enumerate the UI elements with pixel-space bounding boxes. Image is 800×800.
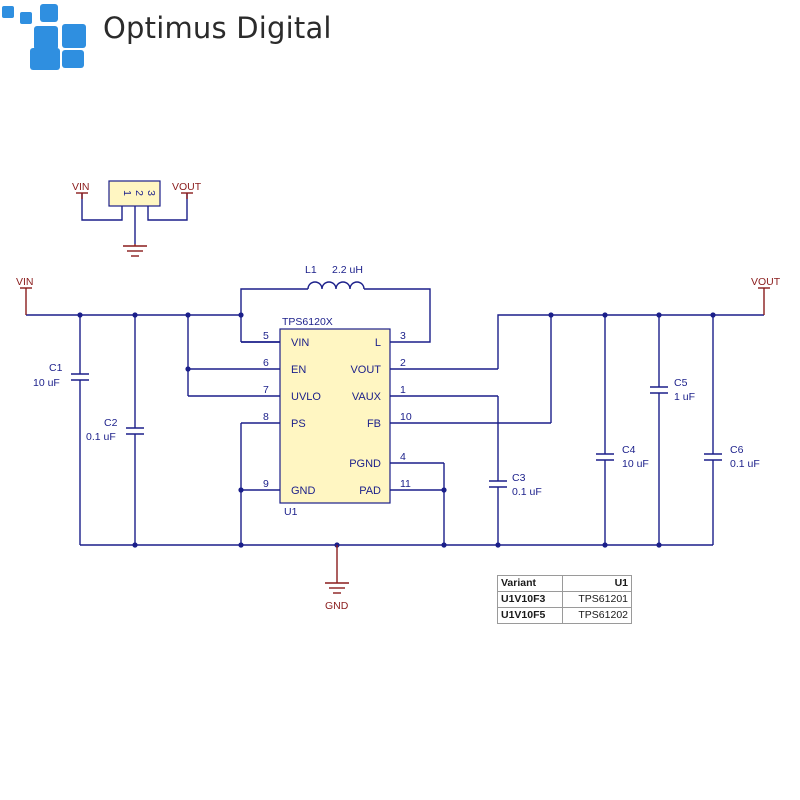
- table-row: U1V10F5 TPS61202: [497, 607, 632, 624]
- inductor-value: 2.2 uH: [332, 264, 363, 276]
- ic-pin-num-5: 5: [263, 330, 269, 342]
- capacitor-c6: C6 0.1 uF: [704, 315, 760, 545]
- ic-pin-pgnd: PGND: [349, 458, 381, 470]
- ic-pin-vin: VIN: [291, 337, 309, 349]
- u1-cell: TPS61201: [562, 591, 632, 608]
- connector-vout-label: VOUT: [172, 181, 202, 193]
- c6-ref: C6: [730, 444, 744, 456]
- ps-gnd-wires: [238, 423, 244, 545]
- variants-header-row: Variant U1: [497, 575, 632, 592]
- c4-value: 10 uF: [622, 458, 649, 470]
- ic-pin-pad: PAD: [359, 485, 381, 497]
- ic-pin-fb: FB: [367, 418, 381, 430]
- main-ground-symbol: GND: [325, 545, 349, 612]
- ic-pin-en: EN: [291, 364, 306, 376]
- connector-ground-symbol: [123, 244, 147, 257]
- ic-ref: U1: [284, 506, 298, 518]
- variants-table: Variant U1 U1V10F3 TPS61201 U1V10F5 TPS6…: [497, 575, 632, 624]
- ic-pin-gnd: GND: [291, 485, 316, 497]
- variant-cell: U1V10F3: [497, 591, 563, 608]
- vout-power-flag: VOUT: [751, 276, 781, 315]
- ground-rail: [80, 542, 713, 548]
- ic-pin-vout: VOUT: [350, 364, 381, 376]
- variant-cell: U1V10F5: [497, 607, 563, 624]
- optimus-digital-logo-icon: [2, 4, 86, 70]
- c2-ref: C2: [104, 417, 118, 429]
- ic-pin-num-1: 1: [400, 384, 406, 396]
- capacitor-c4: C4 10 uF: [596, 315, 649, 545]
- brand-logo: Optimus Digital: [0, 0, 332, 72]
- ic-pin-num-9: 9: [263, 478, 269, 490]
- capacitor-c3: C3 0.1 uF: [489, 472, 542, 545]
- ic-pin-num-10: 10: [400, 411, 412, 423]
- ic-pin-num-11: 11: [400, 478, 411, 490]
- ic-pin-num-8: 8: [263, 411, 269, 423]
- c1-ref: C1: [49, 362, 63, 374]
- ic-pin-vaux: VAUX: [352, 391, 382, 403]
- vin-label: VIN: [16, 276, 34, 288]
- ic-pin-ps: PS: [291, 418, 306, 430]
- brand-name: Optimus Digital: [103, 11, 332, 45]
- c1-value: 10 uF: [33, 377, 60, 389]
- ic-pin-num-2: 2: [400, 357, 406, 369]
- ic-pin-num-7: 7: [263, 384, 269, 396]
- capacitor-c2: C2 0.1 uF: [86, 315, 144, 545]
- connector-pin-3: 3: [145, 190, 157, 196]
- c6-value: 0.1 uF: [730, 458, 760, 470]
- ic-pin-l: L: [375, 337, 381, 349]
- connector-pin-1: 1: [121, 190, 133, 196]
- enable-uvlo-wires: [185, 315, 280, 397]
- c5-value: 1 uF: [674, 391, 695, 403]
- connector-pin-2: 2: [133, 190, 145, 196]
- u1-cell: TPS61202: [562, 607, 632, 624]
- inductor-l1: L1 2.2 uH: [305, 264, 431, 343]
- connector-vin-label: VIN: [72, 181, 90, 193]
- gnd-label: GND: [325, 600, 349, 612]
- c2-value: 0.1 uF: [86, 431, 116, 443]
- connector-header: 1 2 3: [81, 180, 188, 244]
- connector-vin-power-flag: VIN: [72, 181, 90, 199]
- vin-power-flag: VIN: [16, 276, 34, 315]
- vout-fb-wires: [497, 312, 764, 423]
- inductor-ref: L1: [305, 264, 317, 276]
- vout-label: VOUT: [751, 276, 781, 288]
- ic-pin-num-3: 3: [400, 330, 406, 342]
- c4-ref: C4: [622, 444, 636, 456]
- c3-ref: C3: [512, 472, 526, 484]
- variants-header-variant: Variant: [497, 575, 563, 592]
- capacitor-c1: C1 10 uF: [33, 315, 89, 545]
- ic-u1: TPS6120X U1 5 VIN 6 EN 7 UVLO 8 PS 9 GND…: [241, 316, 551, 518]
- connector-vout-power-flag: VOUT: [172, 181, 202, 199]
- c3-value: 0.1 uF: [512, 486, 542, 498]
- table-row: U1V10F3 TPS61201: [497, 591, 632, 608]
- c5-ref: C5: [674, 377, 688, 389]
- ic-pin-uvlo: UVLO: [291, 391, 321, 403]
- ic-pin-num-4: 4: [400, 451, 406, 463]
- ic-pin-num-6: 6: [263, 357, 269, 369]
- ic-part-number: TPS6120X: [282, 316, 333, 328]
- capacitor-c5: C5 1 uF: [650, 315, 695, 545]
- variants-header-u1: U1: [562, 575, 632, 592]
- pgnd-pad-wires: [441, 463, 447, 545]
